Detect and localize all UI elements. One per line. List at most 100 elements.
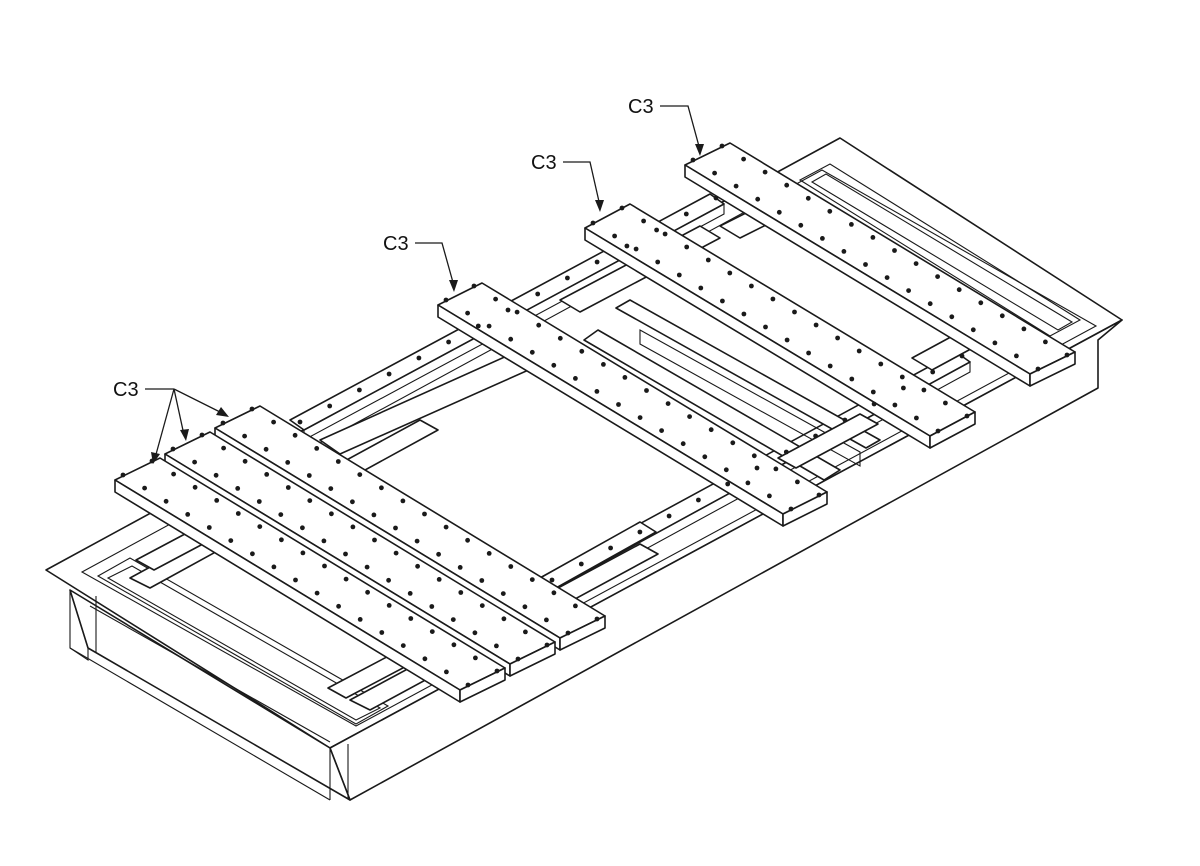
bolt-hole xyxy=(892,402,898,408)
bolt-hole xyxy=(870,235,876,240)
bolt-hole xyxy=(901,385,906,391)
bolt-hole xyxy=(751,453,757,459)
bolt-hole xyxy=(841,249,847,254)
bolt-hole xyxy=(505,307,511,313)
bolt-hole xyxy=(762,169,768,175)
bolt-hole xyxy=(457,565,463,570)
bolt-hole xyxy=(551,590,557,596)
bolt-hole xyxy=(741,311,747,317)
bolt-hole xyxy=(379,485,384,491)
bolt-hole xyxy=(335,459,341,464)
bolt-hole xyxy=(327,403,333,409)
bolt-hole xyxy=(486,551,492,556)
bolt-hole xyxy=(278,512,284,517)
bolt-hole xyxy=(978,300,984,306)
bolt-hole xyxy=(314,590,320,596)
bolt-hole xyxy=(870,389,876,395)
bolt-hole xyxy=(544,617,549,623)
bolt-hole xyxy=(250,551,255,557)
bolt-hole xyxy=(436,551,441,557)
bolt-hole xyxy=(386,603,392,608)
bolt-hole xyxy=(235,511,241,516)
bolt-hole xyxy=(494,668,500,674)
bolt-hole xyxy=(535,291,541,297)
bolt-hole xyxy=(712,170,717,176)
bolt-hole xyxy=(767,493,772,499)
bolt-hole xyxy=(1021,326,1027,332)
bolt-hole xyxy=(637,415,643,420)
bolt-hole xyxy=(741,156,746,162)
bolt-hole xyxy=(999,313,1005,319)
bolt-hole xyxy=(422,511,427,517)
bolt-hole xyxy=(416,355,422,361)
bolt-hole xyxy=(687,414,692,419)
bolt-hole xyxy=(816,492,822,498)
bolt-hole xyxy=(486,323,492,329)
bolt-hole xyxy=(899,374,905,380)
bolt-hole xyxy=(676,272,682,278)
bolt-hole xyxy=(120,472,126,478)
bolt-hole xyxy=(192,459,198,465)
bolt-hole xyxy=(884,275,890,280)
bolt-hole xyxy=(321,538,327,544)
bolt-hole xyxy=(350,499,355,505)
bolt-hole xyxy=(842,417,848,423)
bolt-hole xyxy=(271,564,277,570)
bolt-hole xyxy=(329,511,334,517)
bolt-hole xyxy=(242,433,248,439)
bolt-hole xyxy=(654,227,659,233)
bolt-hole xyxy=(523,629,528,635)
bolt-hole xyxy=(264,472,270,477)
bolt-hole xyxy=(285,485,291,490)
bolt-hole xyxy=(659,428,664,433)
bolt-hole xyxy=(549,577,555,583)
bolt-hole xyxy=(565,275,570,281)
callout-c3-top-right: C3 xyxy=(628,96,704,156)
channel-c3-left-3 xyxy=(114,457,506,703)
bolt-hole xyxy=(719,143,725,149)
bolt-hole xyxy=(343,576,349,582)
bolt-hole xyxy=(927,301,933,307)
bolt-hole xyxy=(1035,366,1041,372)
callout-label: C3 xyxy=(628,96,654,118)
channel-c3-center xyxy=(437,282,828,527)
bolt-hole xyxy=(220,420,226,426)
bolt-hole xyxy=(684,244,690,250)
bolt-hole xyxy=(500,591,506,596)
bolt-hole xyxy=(475,323,481,329)
bolt-hole xyxy=(163,498,169,504)
bolt-hole xyxy=(863,262,868,267)
bolt-hole xyxy=(970,327,976,333)
bolt-hole xyxy=(372,537,377,543)
bolt-hole xyxy=(357,472,363,477)
bolt-hole xyxy=(565,630,571,636)
bolt-hole xyxy=(515,656,521,662)
bolt-hole xyxy=(594,259,600,265)
bolt-hole xyxy=(683,211,689,217)
bolt-hole xyxy=(608,545,613,551)
bolt-hole xyxy=(878,361,884,367)
bolt-hole xyxy=(856,348,862,354)
bolt-hole xyxy=(479,603,485,608)
bolt-hole xyxy=(443,297,449,303)
bolt-hole xyxy=(522,604,528,610)
bolt-hole xyxy=(725,481,731,487)
bolt-hole xyxy=(616,402,621,407)
bolt-hole xyxy=(544,642,550,648)
bolt-hole xyxy=(964,413,970,419)
bolt-hole xyxy=(624,243,630,249)
bolt-hole xyxy=(813,322,819,328)
bolt-hole xyxy=(705,257,711,263)
bolt-hole xyxy=(429,629,435,634)
bolt-hole xyxy=(199,432,205,438)
bolt-hole xyxy=(949,314,955,320)
bolt-hole xyxy=(393,550,399,556)
bolt-hole xyxy=(733,183,739,189)
bolt-hole xyxy=(235,486,241,491)
bolt-hole xyxy=(666,513,672,519)
bolt-hole xyxy=(285,460,291,465)
bolt-hole xyxy=(171,471,177,477)
bolt-hole xyxy=(242,458,248,464)
bolt-hole xyxy=(690,157,696,163)
bolt-hole xyxy=(594,616,600,622)
